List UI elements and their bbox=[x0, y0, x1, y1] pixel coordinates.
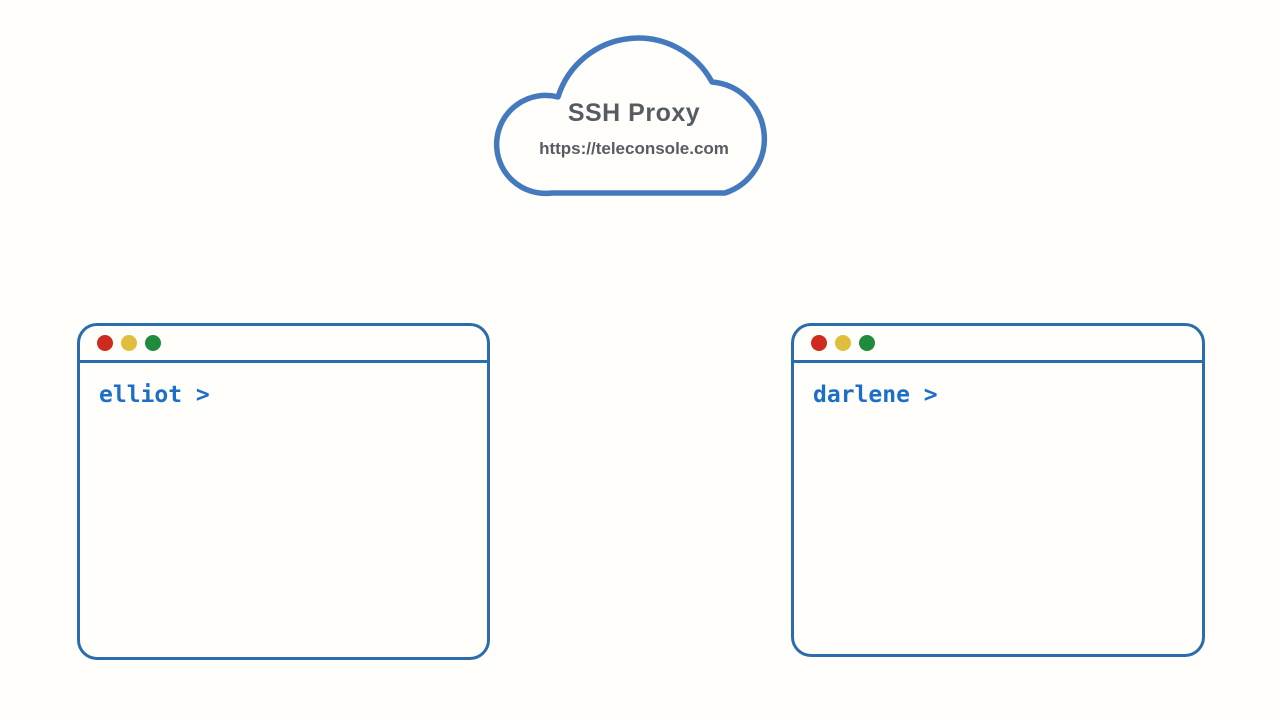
terminal-content-area[interactable]: elliot > bbox=[80, 363, 487, 408]
terminal-prompt-darlene: darlene > bbox=[813, 382, 938, 408]
cloud-url: https://teleconsole.com bbox=[539, 139, 729, 158]
maximize-button-icon[interactable] bbox=[859, 335, 875, 351]
terminal-prompt-elliot: elliot > bbox=[99, 382, 210, 408]
terminal-window-darlene: darlene > bbox=[791, 323, 1205, 657]
terminal-window-elliot: elliot > bbox=[77, 323, 490, 660]
minimize-button-icon[interactable] bbox=[835, 335, 851, 351]
cloud-title: SSH Proxy bbox=[567, 99, 701, 127]
close-button-icon[interactable] bbox=[97, 335, 113, 351]
terminal-content-area[interactable]: darlene > bbox=[794, 363, 1202, 408]
minimize-button-icon[interactable] bbox=[121, 335, 137, 351]
terminal-titlebar bbox=[80, 326, 487, 363]
cloud-outline bbox=[493, 35, 768, 197]
maximize-button-icon[interactable] bbox=[145, 335, 161, 351]
cloud-icon bbox=[493, 35, 768, 197]
terminal-titlebar bbox=[794, 326, 1202, 363]
close-button-icon[interactable] bbox=[811, 335, 827, 351]
